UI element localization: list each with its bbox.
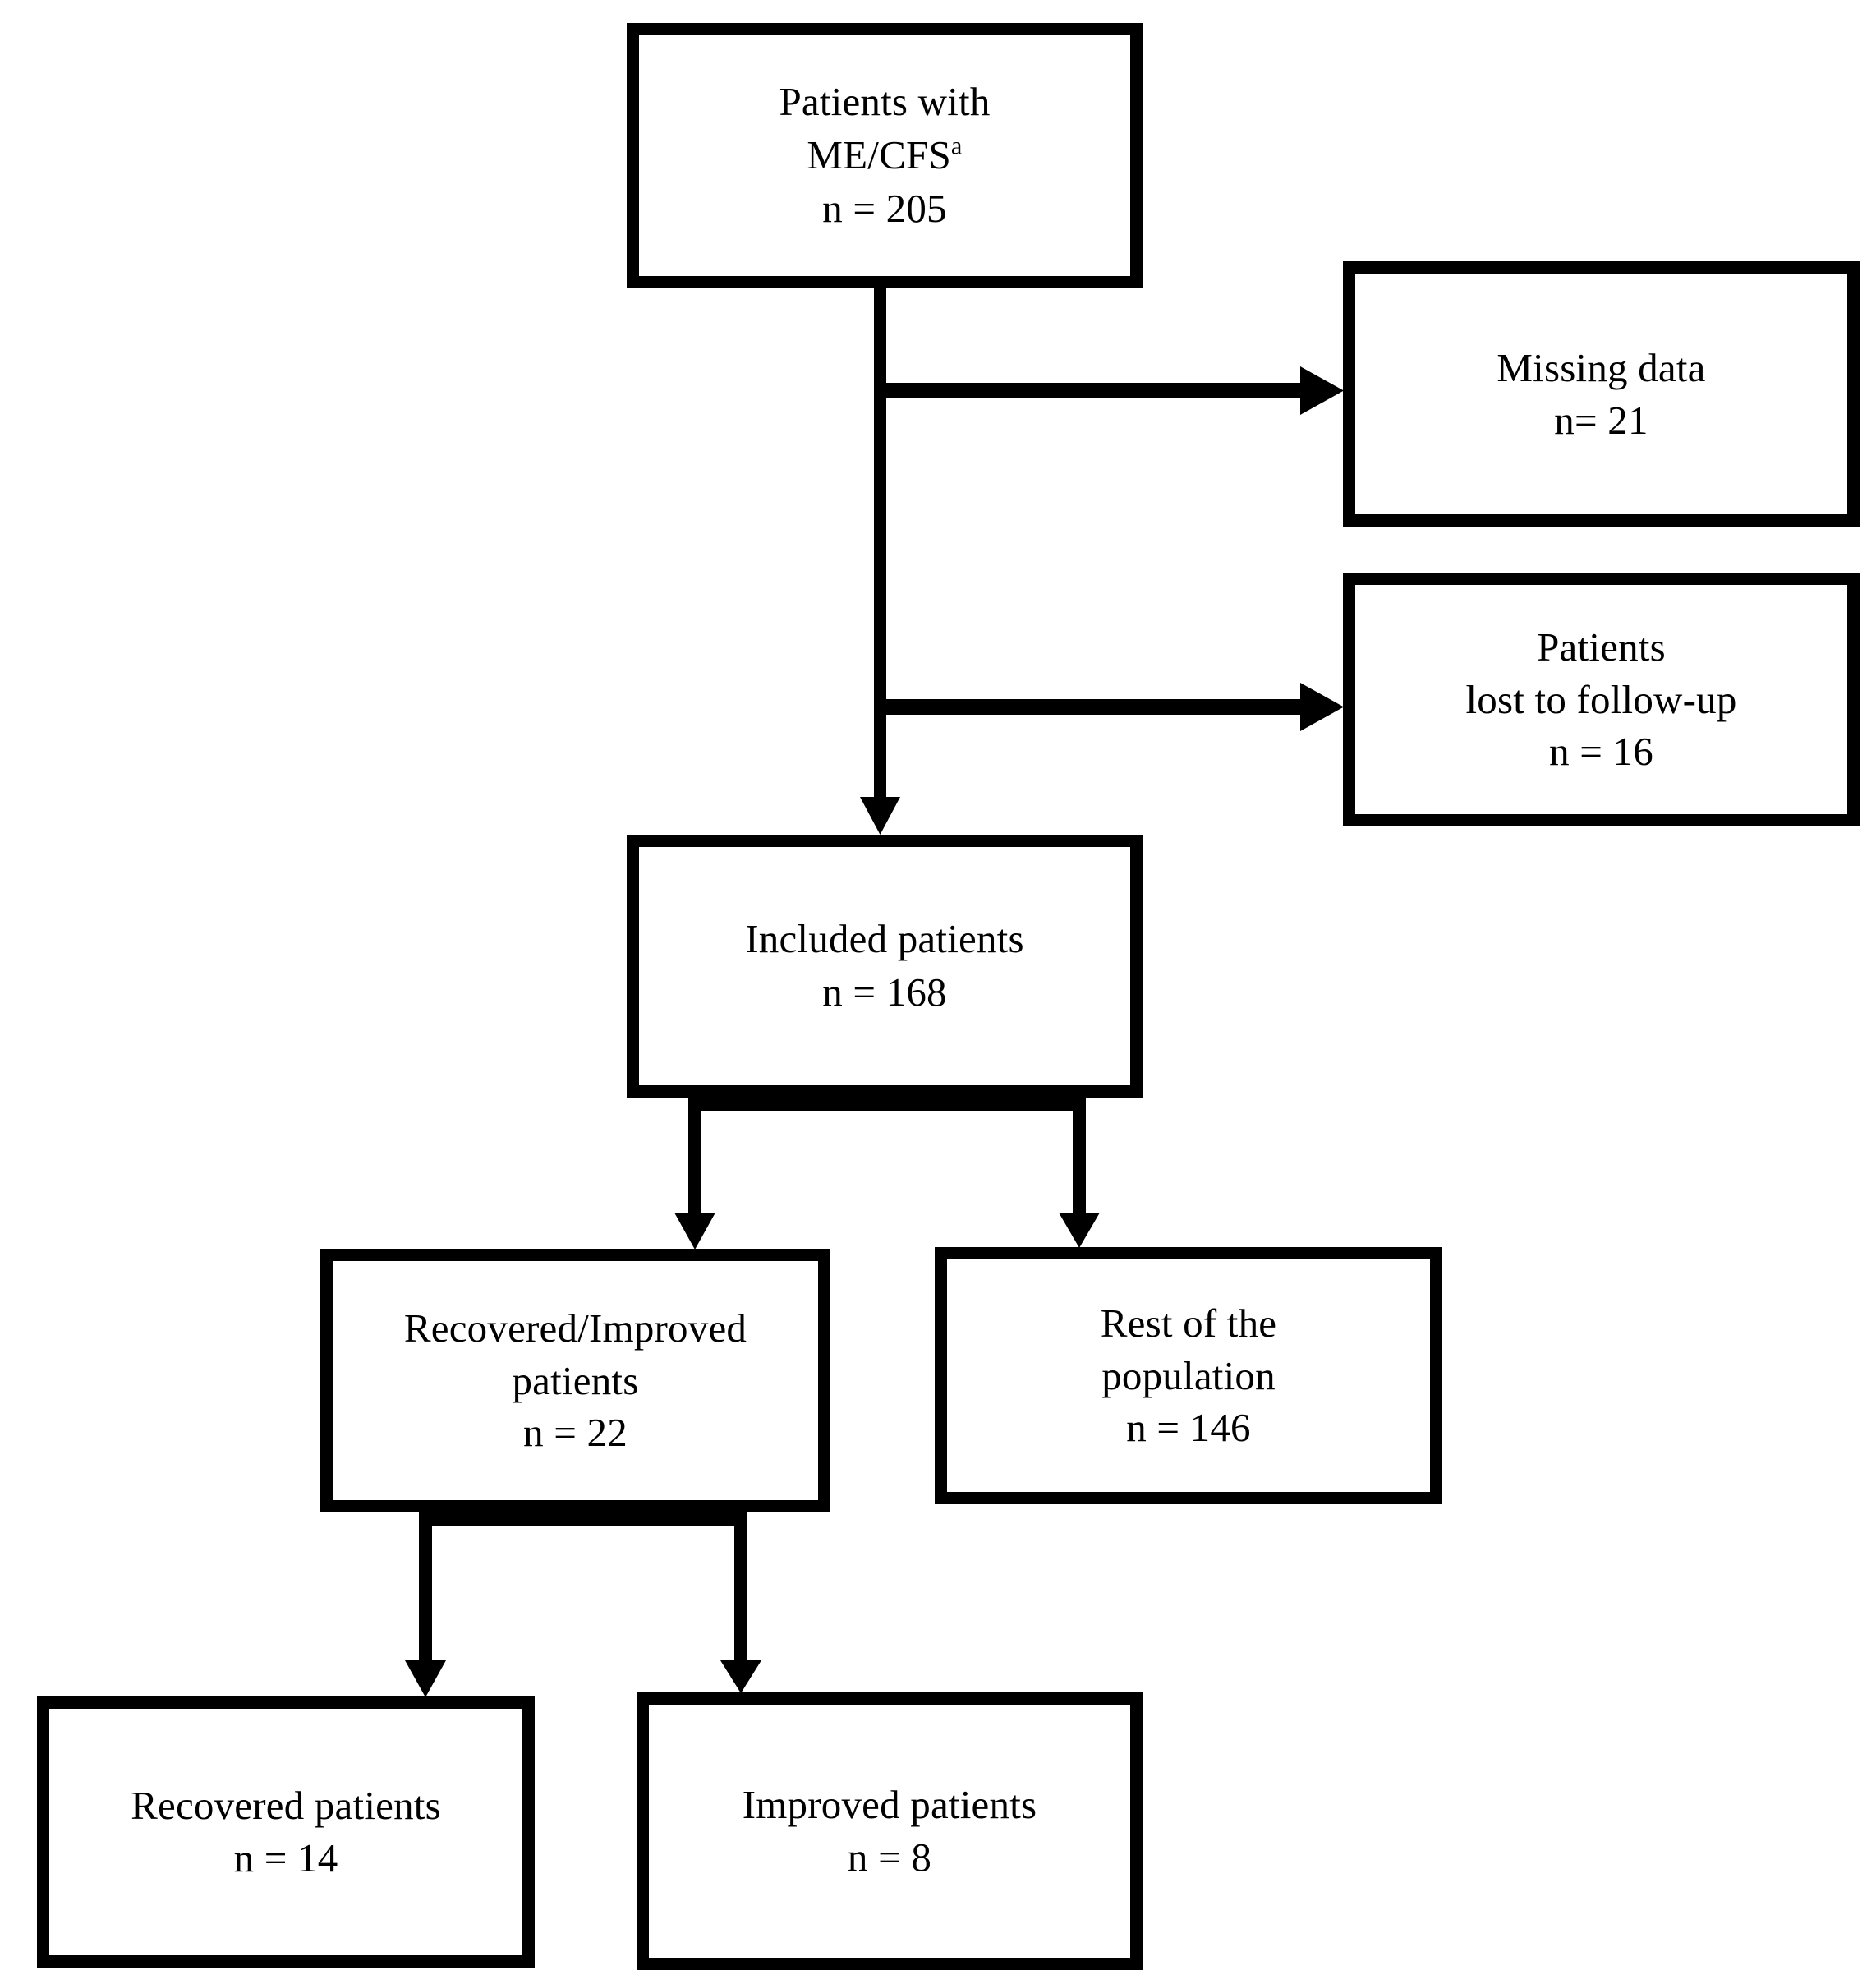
node-missing-line-1: Missing data xyxy=(1497,344,1706,390)
node-included-line-1: Included patients xyxy=(745,916,1024,962)
node-recimp-count: n = 22 xyxy=(523,1410,628,1456)
connector-included-to-rest xyxy=(1073,1098,1086,1213)
node-rest-line-2: population xyxy=(1101,1352,1276,1398)
node-source-count: n = 205 xyxy=(822,185,947,231)
node-missing-data[interactable]: Missing data n= 21 xyxy=(1343,261,1860,527)
node-rest-of-population[interactable]: Rest of the population n = 146 xyxy=(935,1247,1442,1504)
node-source-line-1: Patients with xyxy=(779,79,991,125)
connector-recimp-to-improved xyxy=(734,1512,747,1660)
node-recovered-improved-patients[interactable]: Recovered/Improved patients n = 22 xyxy=(320,1249,830,1512)
connector-source-to-missing xyxy=(880,383,1300,398)
node-rest-line-1: Rest of the xyxy=(1100,1300,1277,1346)
node-missing-count: n= 21 xyxy=(1554,397,1648,443)
arrowhead-recimp-to-improved xyxy=(720,1660,761,1693)
node-lost-line-1: Patients xyxy=(1537,624,1666,670)
node-improved-count: n = 8 xyxy=(847,1835,932,1880)
node-rest-count: n = 146 xyxy=(1126,1405,1251,1451)
node-source-superscript: a xyxy=(950,131,963,160)
connector-included-to-recimp xyxy=(688,1098,701,1213)
connector-included-split-bar xyxy=(688,1098,1086,1111)
connector-source-trunk xyxy=(874,288,886,799)
node-patients-with-mecfs[interactable]: Patients with ME/CFSa n = 205 xyxy=(627,23,1143,288)
node-recimp-line-1: Recovered/Improved xyxy=(403,1305,747,1351)
node-source-line-2: ME/CFSa xyxy=(807,129,962,182)
node-lost-to-follow-up[interactable]: Patients lost to follow-up n = 16 xyxy=(1343,573,1860,826)
node-source-label-mecfs: ME/CFS xyxy=(807,132,951,178)
node-improved-line-1: Improved patients xyxy=(742,1782,1037,1828)
node-included-patients[interactable]: Included patients n = 168 xyxy=(627,835,1143,1098)
node-recimp-line-2: patients xyxy=(512,1357,639,1403)
node-improved-patients[interactable]: Improved patients n = 8 xyxy=(637,1692,1143,1970)
arrowhead-source-to-missing xyxy=(1300,366,1344,415)
arrowhead-source-to-lost xyxy=(1300,683,1344,731)
arrowhead-included-to-rest xyxy=(1059,1213,1100,1248)
node-lost-line-2: lost to follow-up xyxy=(1465,676,1737,722)
arrowhead-recimp-to-recovered xyxy=(405,1660,446,1697)
node-included-count: n = 168 xyxy=(822,969,947,1015)
node-lost-count: n = 16 xyxy=(1549,729,1653,775)
connector-recimp-split-bar xyxy=(419,1512,747,1526)
arrowhead-source-to-included xyxy=(860,797,900,835)
node-recovered-patients[interactable]: Recovered patients n = 14 xyxy=(37,1696,535,1968)
node-recovered-count: n = 14 xyxy=(233,1835,338,1881)
connector-recimp-to-recovered xyxy=(419,1512,432,1660)
connector-source-to-lost xyxy=(880,699,1300,715)
node-recovered-line-1: Recovered patients xyxy=(131,1783,441,1829)
arrowhead-included-to-recimp xyxy=(674,1213,715,1250)
